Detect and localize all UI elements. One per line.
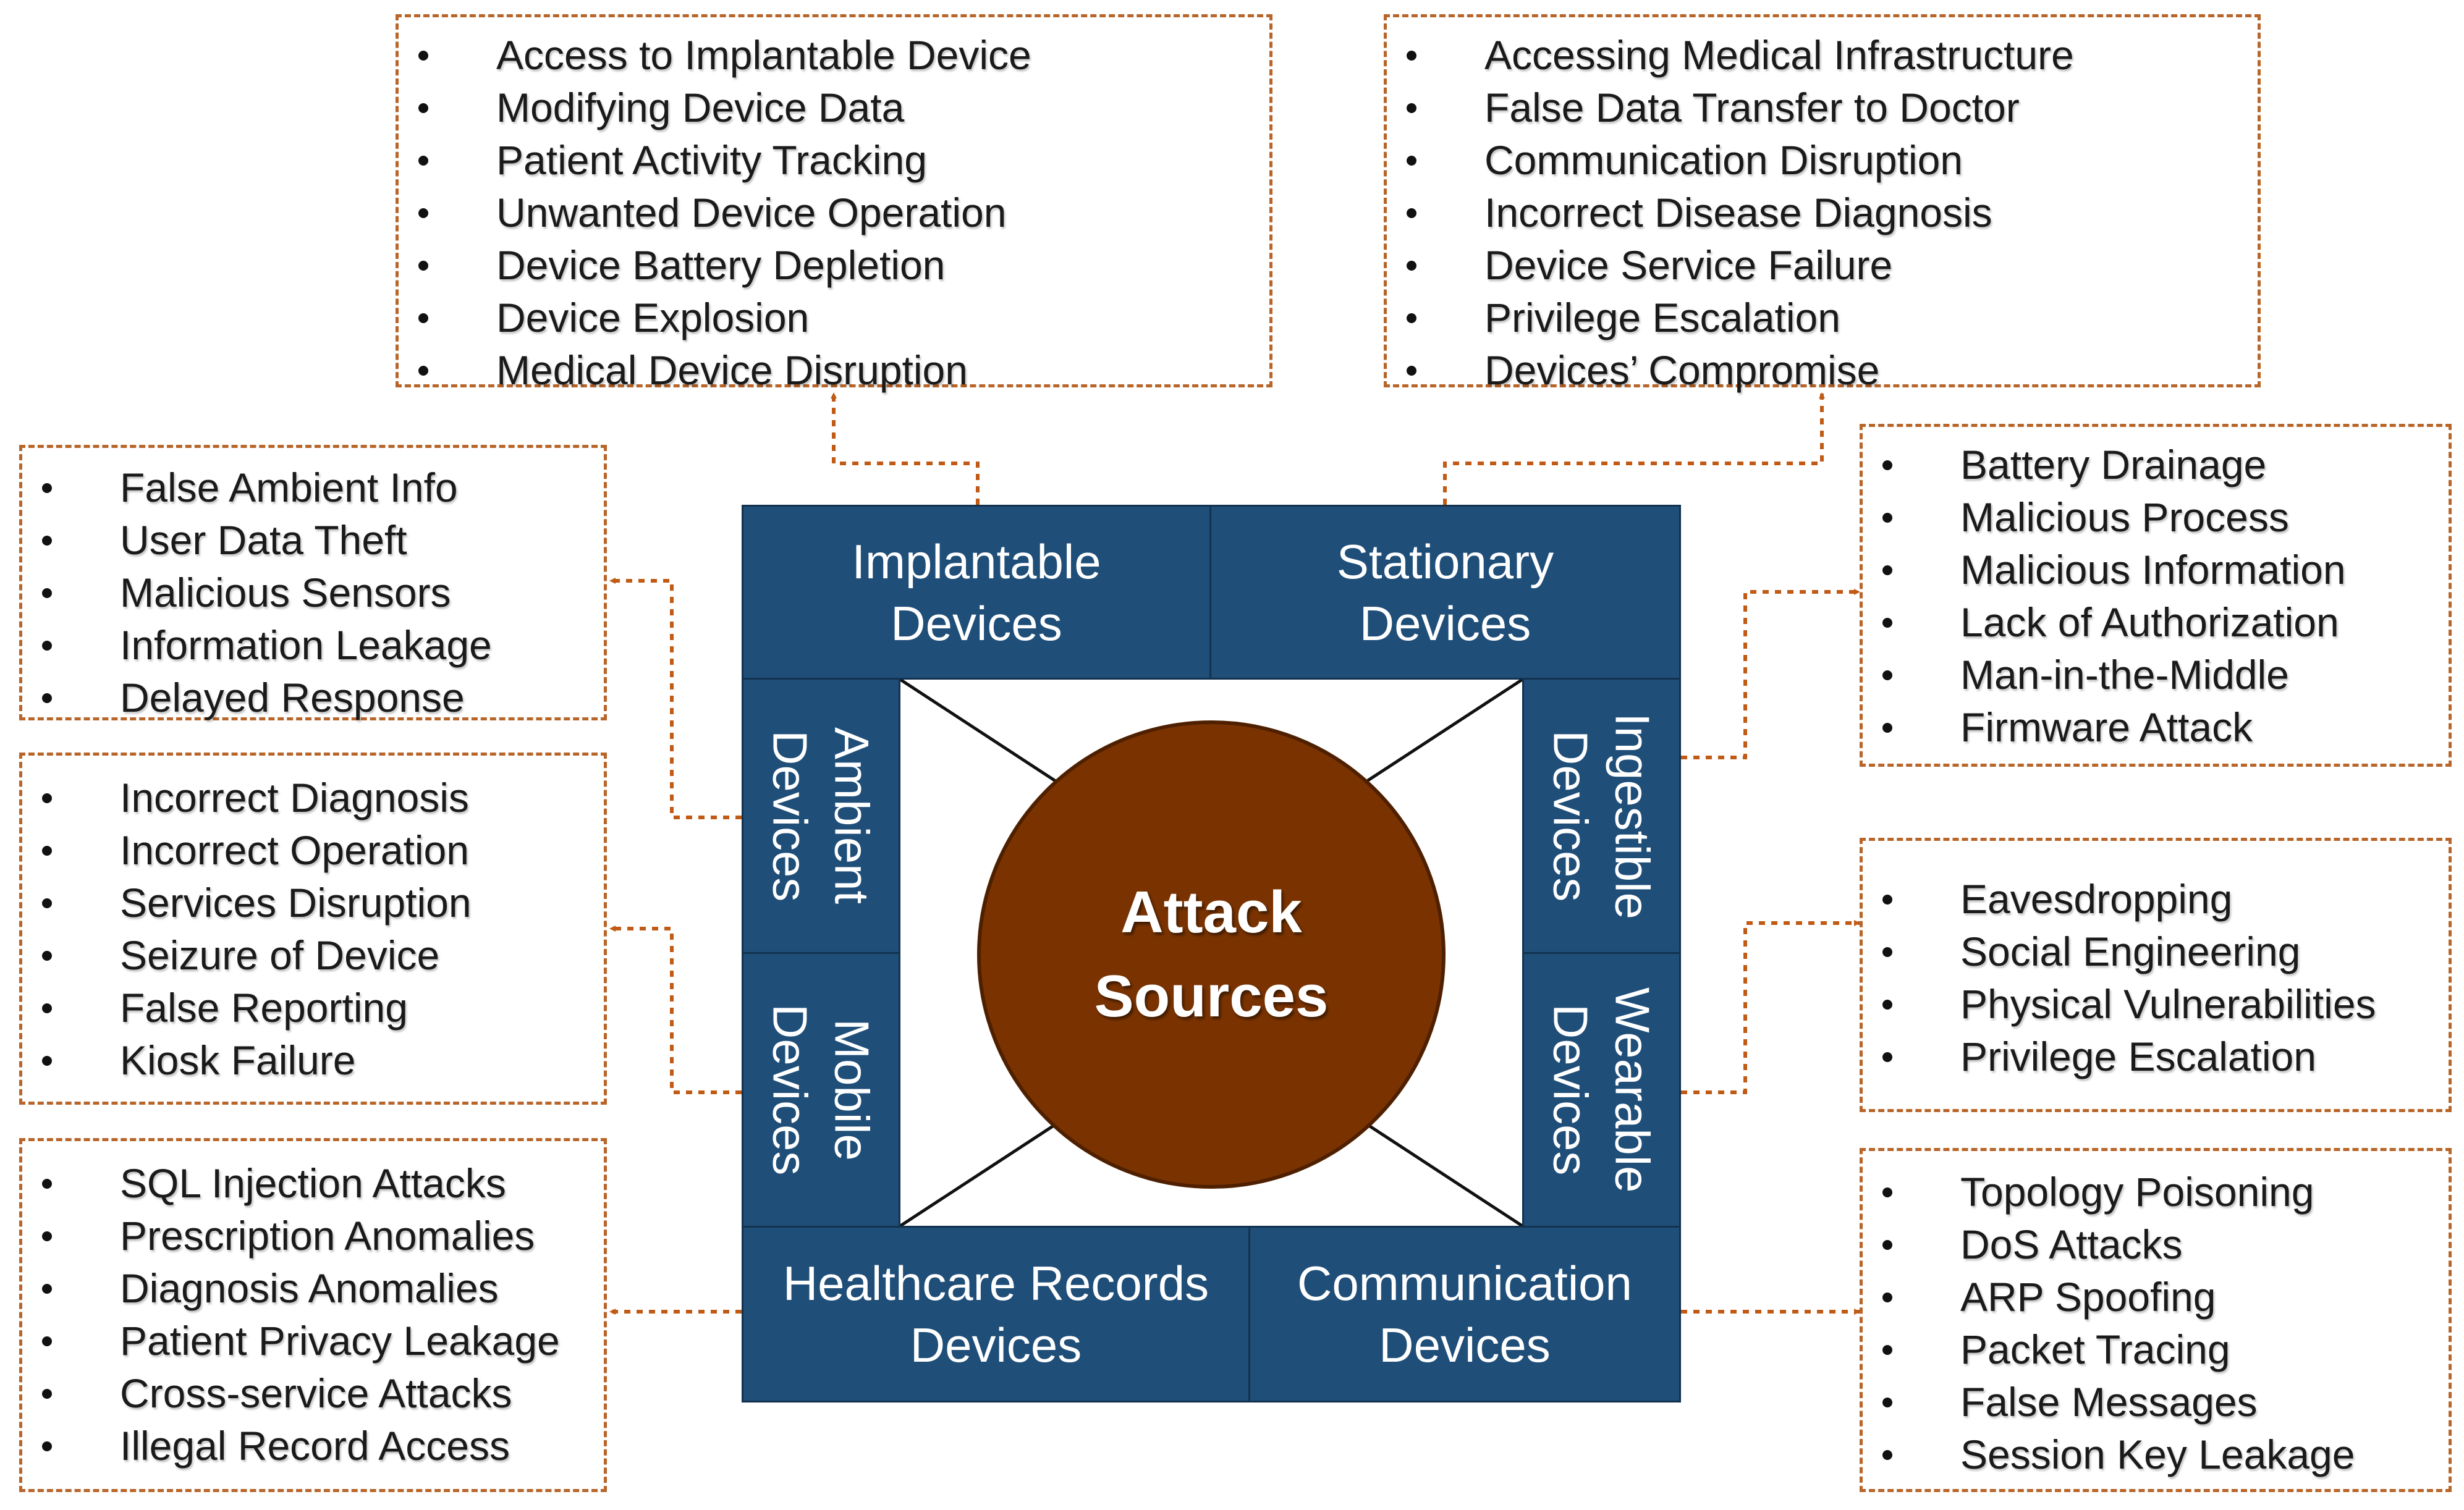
device-healthcare-records-line1: Healthcare Records — [782, 1256, 1209, 1310]
device-ambient-line1: Ambient — [824, 727, 879, 905]
device-healthcare-records: Healthcare Records Devices — [742, 1226, 1250, 1402]
device-mobile-line2: Devices — [763, 1004, 818, 1176]
threat-box-implantable-item: Device Explosion — [399, 292, 1269, 344]
threat-box-stationary-item: Device Service Failure — [1387, 239, 2258, 292]
threat-box-communication-item: Topology Poisoning — [1863, 1166, 2449, 1218]
device-communication-line1: Communication — [1297, 1256, 1632, 1310]
device-healthcare-records-line2: Devices — [910, 1318, 1082, 1372]
threat-box-ingestible-item: Firmware Attack — [1863, 701, 2449, 754]
threat-box-communication-item: Packet Tracing — [1863, 1323, 2449, 1376]
threat-box-ambient-item: False Ambient Info — [22, 462, 604, 514]
threat-box-stationary-item: Devices’ Compromise — [1387, 344, 2258, 397]
threat-box-mobile-item: Seizure of Device — [22, 929, 604, 982]
attack-sources-line1: Attack — [1120, 879, 1302, 945]
device-mobile: Mobile Devices — [742, 952, 900, 1228]
device-ambient: Ambient Devices — [742, 678, 900, 954]
threat-box-wearable-item: Eavesdropping — [1863, 873, 2449, 926]
connector-ingestible — [1681, 589, 1860, 759]
threat-box-healthcare-records-item: Diagnosis Anomalies — [22, 1262, 604, 1315]
threat-box-communication-item: ARP Spoofing — [1863, 1271, 2449, 1323]
threat-box-ambient-item: Delayed Response — [22, 672, 604, 724]
threat-box-mobile-item: Services Disruption — [22, 877, 604, 929]
threat-box-mobile-item: Incorrect Operation — [22, 824, 604, 877]
device-ambient-line2: Devices — [763, 730, 818, 902]
device-communication-line2: Devices — [1379, 1318, 1551, 1372]
threat-box-stationary-item: False Data Transfer to Doctor — [1387, 82, 2258, 134]
threat-box-communication-item: Session Key Leakage — [1863, 1428, 2449, 1481]
threat-box-healthcare-records-item: SQL Injection Attacks — [22, 1157, 604, 1210]
threat-box-stationary-item: Communication Disruption — [1387, 134, 2258, 187]
threat-box-ingestible-item: Malicious Information — [1863, 544, 2449, 596]
device-wearable-line2: Devices — [1543, 1004, 1598, 1176]
device-wearable-line1: Wearable — [1605, 987, 1660, 1193]
threat-box-mobile-item: Incorrect Diagnosis — [22, 772, 604, 824]
connector-implantable — [831, 392, 980, 505]
connector-ambient — [609, 578, 742, 819]
threat-box-ingestible-item: Battery Drainage — [1863, 439, 2449, 491]
threat-box-healthcare-records-item: Patient Privacy Leakage — [22, 1315, 604, 1367]
threat-box-stationary-item: Privilege Escalation — [1387, 292, 2258, 344]
threat-box-stationary-item: Incorrect Disease Diagnosis — [1387, 187, 2258, 239]
device-ingestible-line2: Devices — [1543, 730, 1598, 902]
threat-box-healthcare-records-item: Cross-service Attacks — [22, 1367, 604, 1420]
device-wearable: Wearable Devices — [1522, 952, 1681, 1228]
threat-box-mobile-item: Kiosk Failure — [22, 1034, 604, 1087]
connector-stationary — [1443, 392, 1825, 505]
threat-box-communication-item: DoS Attacks — [1863, 1218, 2449, 1271]
threat-box-implantable-item: Access to Implantable Device — [399, 29, 1269, 82]
threat-box-healthcare-records-item: Illegal Record Access — [22, 1420, 604, 1472]
attack-sources-circle: Attack Sources — [977, 720, 1446, 1189]
device-stationary-line1: Stationary — [1336, 534, 1554, 589]
device-stationary-line2: Devices — [1359, 596, 1531, 651]
threat-box-ingestible-item: Malicious Process — [1863, 491, 2449, 544]
threat-box-implantable-item: Unwanted Device Operation — [399, 187, 1269, 239]
threat-box-ambient-item: Malicious Sensors — [22, 567, 604, 619]
threat-box-wearable-item: Privilege Escalation — [1863, 1031, 2449, 1083]
threat-box-implantable-item: Patient Activity Tracking — [399, 134, 1269, 187]
threat-box-ingestible-item: Lack of Authorization — [1863, 596, 2449, 649]
attack-sources-line2: Sources — [1094, 963, 1329, 1029]
threat-box-implantable-item: Medical Device Disruption — [399, 344, 1269, 397]
device-ingestible: Ingestible Devices — [1522, 678, 1681, 954]
threat-box-healthcare-records-item: Prescription Anomalies — [22, 1210, 604, 1262]
device-ingestible-line1: Ingestible — [1605, 712, 1660, 919]
device-implantable-line1: Implantable — [852, 534, 1101, 589]
device-mobile-line1: Mobile — [824, 1019, 879, 1161]
threat-box-stationary-item: Accessing Medical Infrastructure — [1387, 29, 2258, 82]
threat-box-ingestible-item: Man-in-the-Middle — [1863, 649, 2449, 701]
threat-box-communication-item: False Messages — [1863, 1376, 2449, 1428]
threat-box-ambient-item: User Data Theft — [22, 514, 604, 567]
connector-mobile — [609, 926, 742, 1094]
center-diagonals — [900, 680, 1522, 1226]
threat-box-implantable-item: Device Battery Depletion — [399, 239, 1269, 292]
connector-wearable — [1681, 920, 1860, 1094]
threat-box-ambient-item: Information Leakage — [22, 619, 604, 672]
threat-box-implantable-item: Modifying Device Data — [399, 82, 1269, 134]
device-stationary: Stationary Devices — [1209, 505, 1681, 680]
device-implantable: Implantable Devices — [742, 505, 1211, 680]
threat-box-mobile-item: False Reporting — [22, 982, 604, 1034]
threat-box-wearable-item: Social Engineering — [1863, 926, 2449, 978]
threat-box-wearable-item: Physical Vulnerabilities — [1863, 978, 2449, 1031]
device-implantable-line2: Devices — [891, 596, 1062, 651]
device-communication: Communication Devices — [1248, 1226, 1681, 1402]
